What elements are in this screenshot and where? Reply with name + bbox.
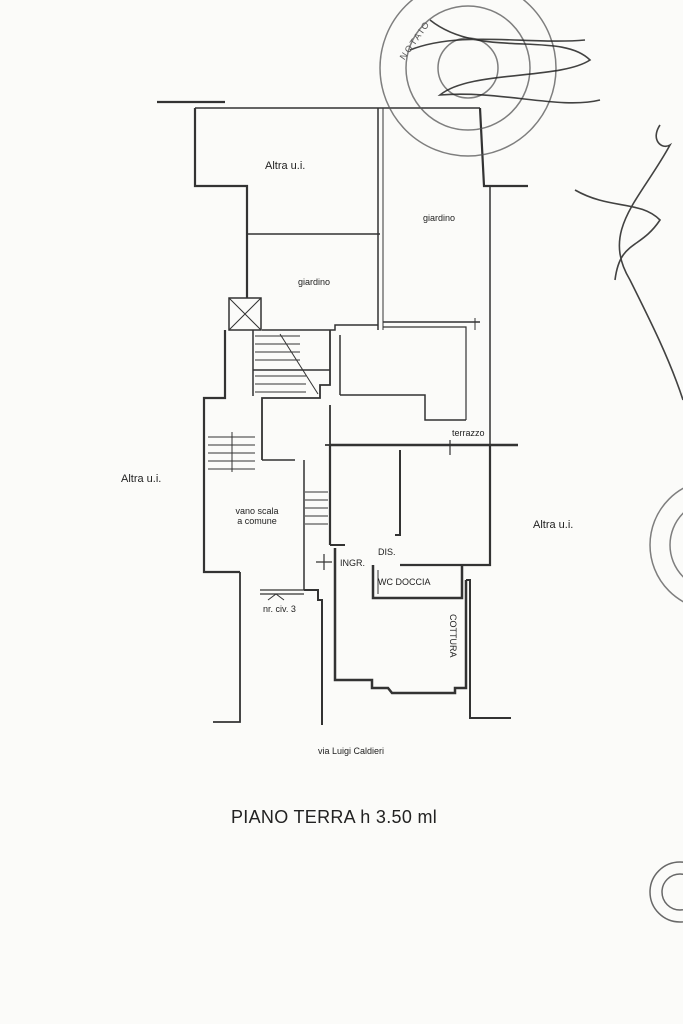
room-label-giardino-left: giardino (298, 277, 331, 287)
street-label: via Luigi Caldieri (318, 746, 385, 756)
room-label-dis: DIS. (378, 547, 396, 557)
seal-right-middle (649, 487, 683, 603)
room-label-ingr: INGR. (340, 558, 366, 568)
plan-title: PIANO TERRA h 3.50 ml (231, 807, 438, 827)
lift-box (228, 297, 262, 331)
wall-giardino-bottom (262, 324, 378, 331)
wall-lower-left (213, 572, 241, 723)
room-label-altra-left: Altra u.i. (121, 473, 162, 485)
room-label-terrazzo: terrazzo (452, 428, 485, 438)
signature-top (409, 19, 601, 104)
room-label-vano-scala: vano scala a comune (232, 506, 282, 526)
wall-giardino-right-bottom2 (383, 326, 467, 420)
civic-number-label: nr. civ. 3 (263, 604, 296, 614)
room-label-altra-top: Altra u.i. (265, 160, 306, 172)
room-label-cottura: COTTURA (448, 614, 458, 658)
room-label-giardino-right: giardino (423, 213, 456, 223)
room-label-altra-right: Altra u.i. (533, 519, 574, 531)
wall-vano-right (262, 459, 305, 590)
notary-seal-top (379, 0, 557, 157)
wall-giardino-right-outer (478, 107, 528, 188)
signature-right (574, 124, 683, 401)
vano-scala-line1: vano scala (235, 506, 279, 516)
wall-outer-left-top (193, 108, 249, 298)
room-label-wc: WC DOCCIA (378, 577, 431, 587)
wall-stair-block (202, 330, 240, 574)
seal-right-bottom (649, 861, 683, 923)
vano-scala-line2: a comune (237, 516, 277, 526)
